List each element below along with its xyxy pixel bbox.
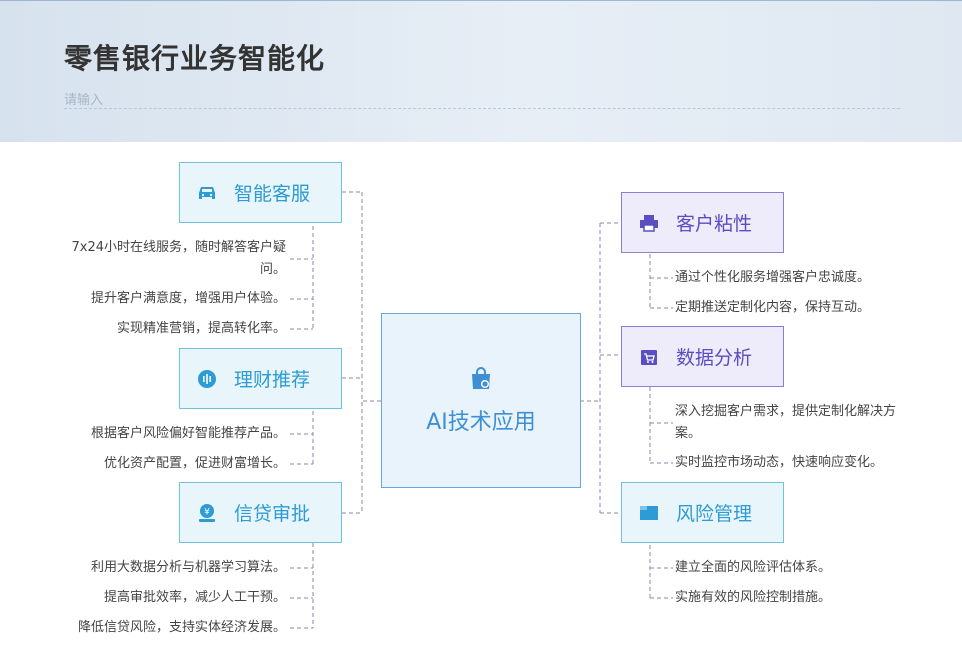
branch-risk-management[interactable]: 风险管理 (621, 482, 784, 543)
branch-label: 智能客服 (234, 183, 311, 205)
car-icon (196, 182, 218, 204)
branch-label: 客户粘性 (676, 213, 753, 235)
connector-lines (290, 191, 673, 629)
window-icon (638, 502, 660, 524)
branch-label: 理财推荐 (234, 369, 311, 391)
shopping-bag-icon (468, 366, 494, 396)
header-banner: 零售银行业务智能化 请输入 (0, 0, 962, 142)
leaf-text: 实施有效的风险控制措施。 (675, 590, 832, 605)
leaf-text: 建立全面的风险评估体系。 (675, 560, 832, 575)
leaf-text: 深入挖掘客户需求，提供定制化解决方案。 (675, 404, 897, 441)
leaf-text: 优化资产配置，促进财富增长。 (103, 456, 286, 471)
leaf-text: 实时监控市场动态，快速响应变化。 (675, 455, 884, 470)
chat-bubble-icon (196, 368, 218, 390)
branch-data-analysis[interactable]: 数据分析 (621, 326, 784, 387)
svg-text:¥: ¥ (204, 507, 210, 517)
mindmap-canvas: AI技术应用 智能客服 理财推荐 ¥ 信贷审批 7x24小时在线服务，随时解答客… (0, 142, 962, 662)
branch-wealth-recommendation[interactable]: 理财推荐 (179, 348, 342, 409)
money-hand-icon: ¥ (196, 502, 218, 524)
center-node-label: AI技术应用 (426, 409, 536, 435)
leaf-text: 降低信贷风险，支持实体经济发展。 (77, 620, 286, 635)
center-node[interactable]: AI技术应用 (381, 313, 581, 488)
branch-smart-customer-service[interactable]: 智能客服 (179, 162, 342, 223)
leaf-text: 通过个性化服务增强客户忠诚度。 (675, 270, 871, 285)
branch-customer-stickiness[interactable]: 客户粘性 (621, 192, 784, 253)
branch-credit-approval[interactable]: ¥ 信贷审批 (179, 482, 342, 543)
leaf-text: 提升客户满意度，增强用户体验。 (90, 291, 286, 306)
leaf-text: 利用大数据分析与机器学习算法。 (90, 560, 286, 575)
leaf-text: 根据客户风险偏好智能推荐产品。 (90, 426, 286, 441)
branch-label: 信贷审批 (234, 503, 311, 525)
leaf-text: 定期推送定制化内容，保持互动。 (675, 300, 871, 315)
branch-label: 数据分析 (676, 347, 753, 369)
leaf-text: 提高审批效率，减少人工干预。 (103, 590, 286, 605)
leaf-text: 实现精准营销，提高转化率。 (116, 321, 286, 336)
page-title: 零售银行业务智能化 (64, 42, 326, 75)
search-placeholder: 请输入 (64, 93, 104, 108)
branch-label: 风险管理 (676, 503, 753, 525)
printer-icon (638, 212, 660, 234)
search-input[interactable]: 请输入 (64, 87, 900, 109)
cart-icon (638, 346, 660, 368)
leaf-text: 7x24小时在线服务，随时解答客户疑问。 (71, 240, 286, 277)
